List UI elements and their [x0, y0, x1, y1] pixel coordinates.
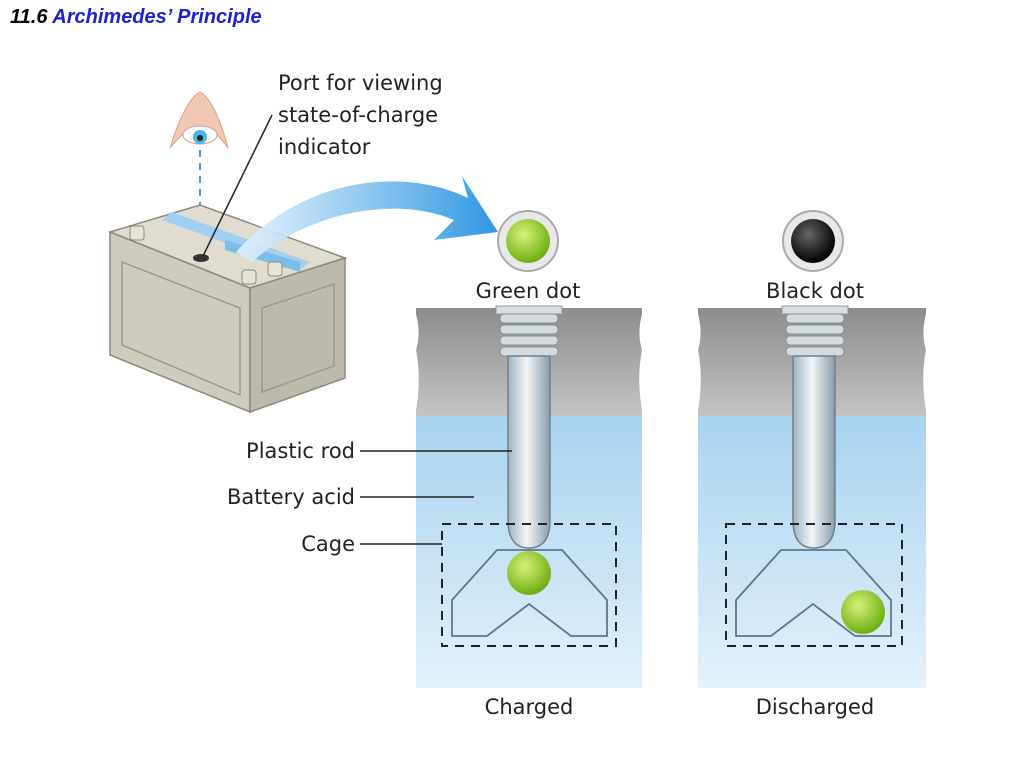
- cage-frame-discharged: [735, 549, 892, 637]
- discharged-panel: Black dot Discharged: [692, 210, 932, 719]
- port-label-line-2: state-of-charge: [278, 103, 438, 127]
- slide-title: 11.6 Archimedes’ Principle: [10, 6, 262, 29]
- battery-icon: [107, 204, 348, 414]
- plastic-rod-discharged: [792, 355, 836, 549]
- black-dot-icon: [791, 219, 835, 263]
- green-ball-floating-icon: [507, 551, 551, 595]
- cage-label: Cage: [301, 532, 355, 556]
- section-number: 11.6: [10, 6, 48, 28]
- charged-panel: Green dot Charged: [410, 210, 648, 719]
- green-dot-label: Green dot: [476, 279, 581, 303]
- callouts: Plastic rod Battery acid Cage: [227, 439, 512, 556]
- battery-acid-label: Battery acid: [227, 485, 355, 509]
- section-name: Archimedes’ Principle: [52, 6, 262, 28]
- cage-outline-charged: [441, 523, 617, 647]
- green-ball-sunk-icon: [841, 590, 885, 634]
- port-label: Port for viewing state-of-charge indicat…: [278, 71, 449, 159]
- discharged-label: Discharged: [756, 695, 875, 719]
- plastic-rod-label: Plastic rod: [246, 439, 355, 463]
- plastic-rod-charged: [507, 355, 551, 549]
- green-dot-icon: [506, 219, 550, 263]
- port-label-line-1: Port for viewing: [278, 71, 443, 95]
- black-dot-label: Black dot: [766, 279, 864, 303]
- charged-label: Charged: [485, 695, 574, 719]
- cage-frame-charged: [451, 549, 608, 637]
- eye-icon: [169, 91, 229, 149]
- port-leader-line: [202, 114, 273, 257]
- port-label-line-3: indicator: [278, 135, 371, 159]
- cage-outline-discharged: [725, 523, 903, 647]
- curved-arrow-icon: [236, 176, 498, 262]
